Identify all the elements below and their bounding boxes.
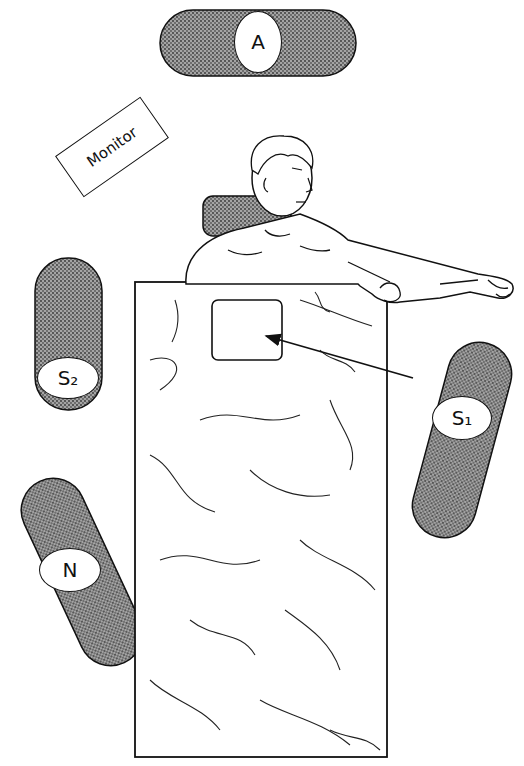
- staff-label: S₂: [37, 357, 99, 399]
- monitor-box: Monitor: [55, 97, 169, 198]
- staff-oval: [35, 258, 102, 410]
- patient-details: [228, 230, 510, 302]
- staff-oval: [11, 468, 154, 676]
- node-label: S₁: [452, 407, 473, 429]
- staff-label: N: [39, 548, 101, 592]
- node-label: Monitor: [84, 124, 140, 170]
- patient-body: [186, 214, 513, 303]
- staff-label: S₁: [432, 396, 492, 440]
- node-label: A: [251, 31, 265, 53]
- patient-hair: [251, 136, 312, 174]
- node-label: S₂: [58, 367, 79, 389]
- leader-arrow: [266, 336, 413, 378]
- node-label: N: [63, 559, 78, 581]
- staff-oval: [160, 10, 356, 76]
- chest-square: [212, 300, 282, 360]
- patient-face: [264, 168, 312, 202]
- staff-oval: [405, 335, 519, 545]
- sheet-wrinkles: [150, 292, 380, 750]
- staff-label: A: [234, 11, 282, 73]
- bed-sheet: [135, 282, 387, 757]
